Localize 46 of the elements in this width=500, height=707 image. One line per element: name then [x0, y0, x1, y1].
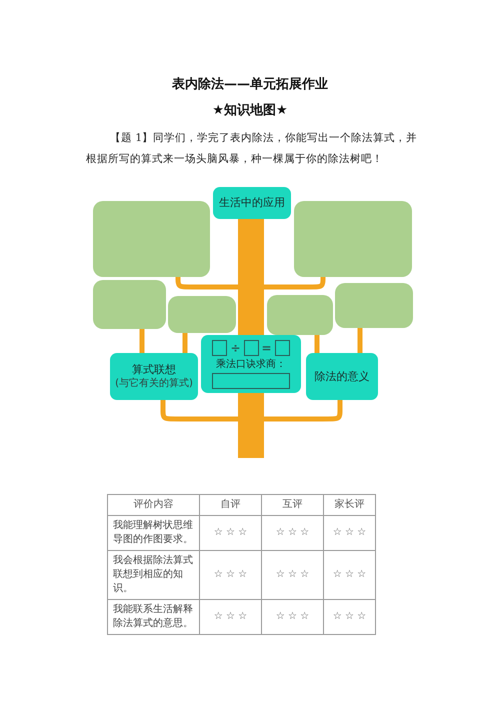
branch-line: [140, 329, 144, 353]
topic-label: 生活中的应用: [219, 196, 285, 210]
branch-line: [264, 274, 326, 290]
header-cell: 自评: [200, 494, 262, 516]
topic-label: 算式联想: [132, 363, 176, 377]
topic-note: (与它有关的算式): [115, 377, 193, 390]
header-cell: 家长评: [324, 494, 376, 516]
rating-cell: ☆ ☆ ☆: [262, 600, 324, 634]
topic-box: [306, 353, 378, 400]
rating-cell: ☆ ☆ ☆: [324, 550, 376, 600]
operator-sign: =: [262, 340, 272, 356]
rating-cell: ☆ ☆ ☆: [200, 550, 262, 600]
rating-cell: ☆ ☆ ☆: [324, 600, 376, 634]
tree-trunk: [238, 393, 264, 458]
topic-box: [201, 335, 301, 393]
answer-area: [294, 201, 412, 277]
header-cell: 评价内容: [108, 494, 200, 516]
branch-line: [160, 399, 238, 422]
topic-label: 除法的意义: [314, 370, 370, 384]
rating-cell: ☆ ☆ ☆: [324, 516, 376, 550]
criteria-cell: 我会根据除法算式联想到相应的知识。: [108, 550, 200, 600]
operator-sign: ÷: [230, 340, 240, 356]
answer-area: [267, 295, 333, 335]
answer-area: [93, 280, 166, 329]
rating-cell: ☆ ☆ ☆: [200, 516, 262, 550]
answer-area: [335, 283, 413, 328]
rating-cell: ☆ ☆ ☆: [262, 550, 324, 600]
section-heading: ★知识地图★: [212, 102, 288, 120]
branch-line: [264, 399, 342, 422]
branch-line: [358, 328, 362, 353]
criteria-cell: 我能联系生活解释除法算式的意思。: [108, 600, 200, 634]
topic-box: [213, 187, 291, 219]
page-title: 表内除法——单元拓展作业: [172, 76, 328, 94]
rating-cell: ☆ ☆ ☆: [200, 600, 262, 634]
tree-trunk: [238, 219, 264, 335]
prompt-label: 乘法口诀求商：: [216, 358, 286, 370]
header-cell: 互评: [262, 494, 324, 516]
topic-box: [110, 353, 198, 400]
branch-line: [176, 274, 238, 290]
answer-area: [93, 201, 210, 277]
branch-line: [182, 333, 188, 353]
criteria-cell: 我能理解树状思维导图的作图要求。: [108, 516, 200, 550]
rating-cell: ☆ ☆ ☆: [262, 516, 324, 550]
branch-line: [314, 335, 320, 353]
task-paragraph: 【题 1】同学们，学完了表内除法，你能写出一个除法算式，并根据所写的算式来一场头脑风暴，种一棵属于你的除法树吧！: [86, 131, 418, 167]
answer-area: [168, 296, 236, 333]
